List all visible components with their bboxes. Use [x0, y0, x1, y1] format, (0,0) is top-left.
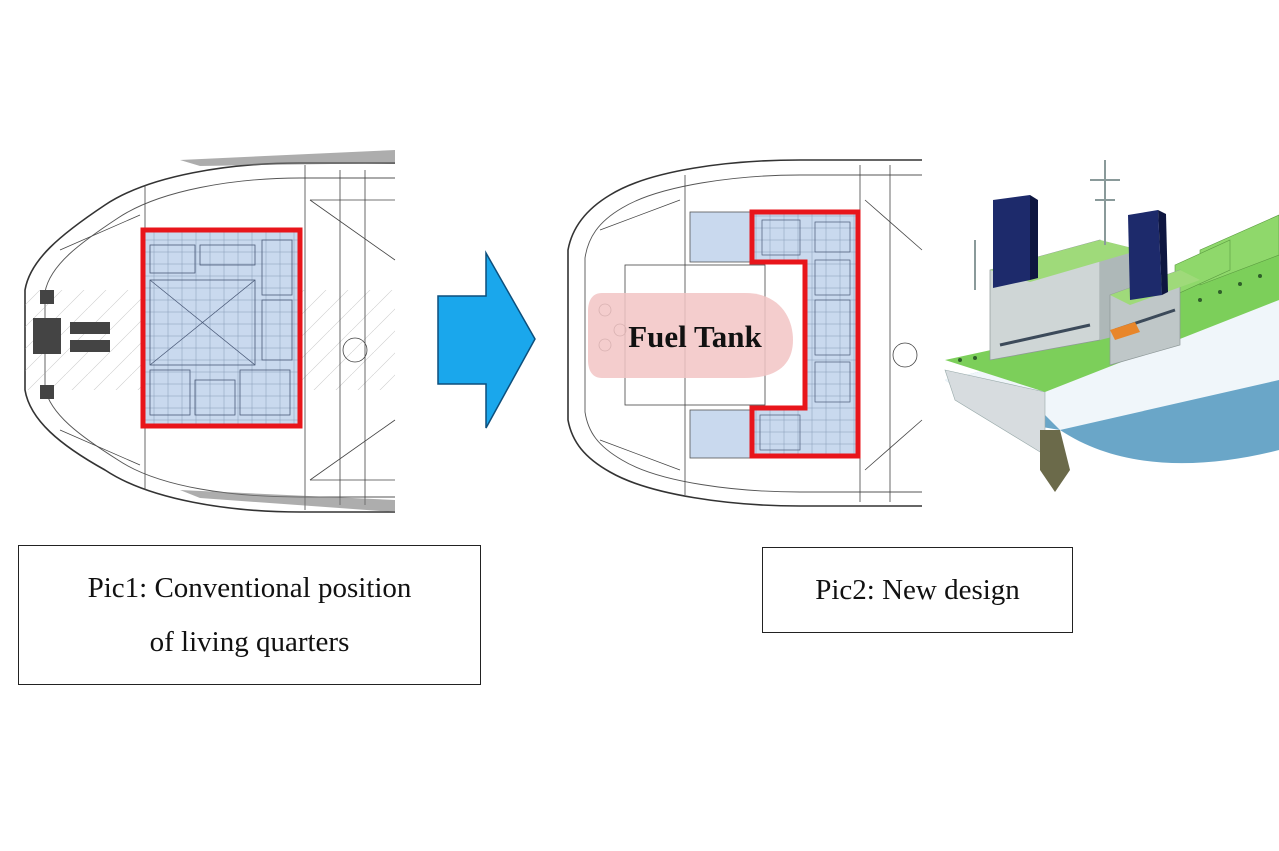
side-tank-upper	[689, 211, 753, 263]
ship-3d-illustration	[944, 160, 1279, 492]
deck-plan-conventional	[24, 150, 396, 513]
caption-pic2: Pic2: New design	[762, 547, 1073, 633]
caption-pic1-line1: Pic1: Conventional position	[87, 572, 412, 604]
deck-plan-new-design: Fuel Tank	[567, 159, 923, 507]
lifeboat	[1110, 322, 1140, 340]
caption-pic2-text: Pic2: New design	[815, 574, 1020, 606]
caption-pic1: Pic1: Conventional position of living qu…	[18, 545, 481, 685]
right-arrow-icon	[437, 250, 536, 429]
mooring-machinery-1	[33, 290, 110, 399]
fuel-tank-label: Fuel Tank	[628, 319, 762, 354]
funnel-right	[1128, 210, 1162, 300]
funnel-left	[993, 195, 1030, 288]
highlight-frame-2	[749, 209, 861, 459]
side-tank-lower	[689, 409, 753, 459]
fuel-tank-shape	[588, 293, 793, 378]
highlight-frame-1	[140, 227, 303, 429]
caption-pic1-line2: of living quarters	[149, 626, 350, 658]
